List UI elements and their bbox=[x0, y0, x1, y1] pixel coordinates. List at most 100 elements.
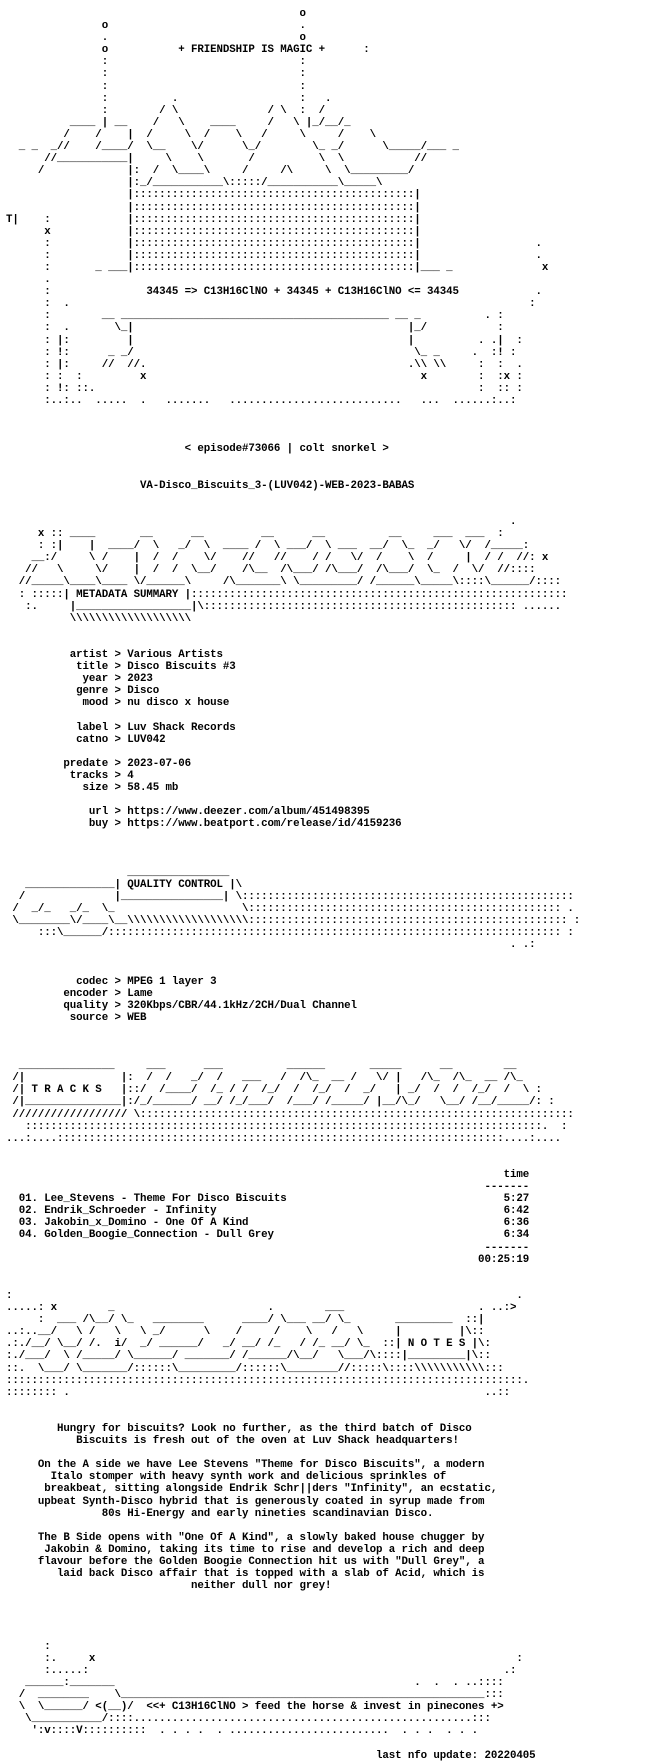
nfo-line: :::::::: . ..:: bbox=[6, 1386, 510, 1399]
nfo-line: url > https://www.deezer.com/album/45149… bbox=[6, 806, 370, 819]
nfo-line: __:/ \ / | / / \/ // // / / \/ / \ / | /… bbox=[6, 552, 549, 565]
nfo-line: :. |__________________|\::::::::::::::::… bbox=[6, 600, 561, 613]
nfo-line: flavour before the Golden Boogie Connect… bbox=[6, 1556, 485, 1568]
nfo-line: 01. Lee_Stevens - Theme For Disco Biscui… bbox=[6, 1193, 530, 1206]
nfo-line: 80s Hi-Energy and early nineties scandin… bbox=[6, 1507, 434, 1520]
nfo-line: : : bbox=[6, 68, 306, 81]
nfo-line: Biscuits is fresh out of the oven at Luv… bbox=[6, 1435, 459, 1448]
nfo-line: / |: / \____\ / /\ \ \_________/ bbox=[6, 165, 415, 178]
nfo-line: The B Side opens with "One Of A Kind", a… bbox=[6, 1531, 485, 1544]
nfo-line: ..:..__/ \ / \ \ _/ \ / / \ / \ | |\:: bbox=[6, 1326, 485, 1339]
nfo-line: _______________ ___ ___ ______ _____ __ … bbox=[6, 1060, 517, 1073]
nfo-line: :./___/ \ /_____/ \______/ _______/ /___… bbox=[6, 1350, 491, 1363]
nfo-line: laid back Disco affair that is topped wi… bbox=[6, 1568, 485, 1581]
nfo-line: artist > Various Artists bbox=[6, 648, 223, 661]
nfo-line: : / \ / \ : / bbox=[6, 104, 325, 117]
nfo-line: quality > 320Kbps/CBR/44.1kHz/2CH/Dual C… bbox=[6, 999, 357, 1012]
nfo-line: last nfo update: 20220405 bbox=[6, 1749, 536, 1762]
nfo-line: :.....: .: bbox=[6, 1664, 517, 1677]
nfo-line: : !: ::. : :: : bbox=[6, 382, 523, 395]
nfo-line: ________________ bbox=[6, 866, 230, 879]
nfo-line: : bbox=[6, 1640, 51, 1653]
nfo-line: year > 2023 bbox=[6, 673, 153, 686]
nfo-line: /| |: / / _/ / ___ / /\_ __ / \/ | /\_ /… bbox=[6, 1072, 523, 1085]
nfo-line: 00:25:19 bbox=[6, 1253, 530, 1266]
nfo-line: : : bbox=[6, 80, 306, 93]
nfo-line: encoder > Lame bbox=[6, 987, 153, 1000]
nfo-line: . bbox=[6, 274, 51, 287]
nfo-line: \___________/::::.......................… bbox=[6, 1713, 491, 1726]
nfo-line: neither dull nor grey! bbox=[6, 1580, 332, 1593]
nfo-line: : ___ /\__/ \_ ________ ____/ \___ __/ \… bbox=[6, 1314, 485, 1327]
nfo-line: ////////////////// \::::::::::::::::::::… bbox=[6, 1108, 574, 1121]
nfo-line: : _ ___|::::::::::::::::::::::::::::::::… bbox=[6, 261, 549, 274]
nfo-line: : : : x x : :x : bbox=[6, 370, 523, 383]
nfo-line: : !: _ _/ \_ _ . :! : bbox=[6, 346, 517, 359]
nfo-line: catno > LUV042 bbox=[6, 733, 166, 746]
nfo-line: 03. Jakobin_x_Domino - One Of A Kind 6:3… bbox=[6, 1217, 530, 1230]
nfo-line: predate > 2023-07-06 bbox=[6, 757, 191, 770]
nfo-line: mood > nu disco x house bbox=[6, 697, 230, 710]
nfo-line: o bbox=[6, 8, 306, 20]
nfo-line: Jakobin & Domino, taking its time to ris… bbox=[6, 1543, 485, 1556]
nfo-line: ::::::::::::::::::::::::::::::::::::::::… bbox=[6, 1374, 530, 1387]
nfo-line: ::::::::::::::::::::::::::::::::::::::::… bbox=[6, 1120, 568, 1133]
nfo-line: / / | / \ / \ / \ / \ bbox=[6, 128, 376, 141]
nfo-line: :..:.. ..... . ....... .................… bbox=[6, 395, 517, 407]
nfo-line: source > WEB bbox=[6, 1011, 147, 1024]
nfo-line: < episode#73066 | colt snorkel > bbox=[6, 443, 389, 456]
nfo-line: codec > MPEG 1 layer 3 bbox=[6, 975, 217, 988]
nfo-line: x :: ____ __ __ __ __ __ ___ ___ : bbox=[6, 528, 504, 541]
nfo-line: . o bbox=[6, 32, 306, 45]
nfo-line: On the A side we have Lee Stevens "Theme… bbox=[6, 1459, 485, 1472]
nfo-line: :. x : bbox=[6, 1652, 523, 1665]
nfo-line: . .: bbox=[6, 939, 536, 952]
nfo-line: label > Luv Shack Records bbox=[6, 721, 236, 734]
nfo-line: o . bbox=[6, 20, 306, 33]
nfo-line: ...:....::::::::::::::::::::::::::::::::… bbox=[6, 1132, 561, 1145]
nfo-line: : 34345 => C13H16ClNO + 34345 + C13H16Cl… bbox=[6, 286, 542, 299]
nfo-line: : . : . bbox=[6, 92, 332, 105]
nfo-line: : :::::| METADATA SUMMARY |:::::::::::::… bbox=[6, 588, 568, 601]
nfo-line: title > Disco Biscuits #3 bbox=[6, 661, 236, 674]
nfo-line: / _/_ _/_ \_ \::::::::::::::::::::::::::… bbox=[6, 902, 574, 915]
nfo-line: : |:::::::::::::::::::::::::::::::::::::… bbox=[6, 249, 542, 262]
nfo-line: |:_/___________\:::::/___________\_____\ bbox=[6, 177, 383, 190]
nfo-line: \\\\\\\\\\\\\\\\\\\ bbox=[6, 612, 191, 625]
nfo-line: / |________________| \::::::::::::::::::… bbox=[6, 890, 574, 903]
nfo-line: upbeat Synth-Disco hybrid that is genero… bbox=[6, 1495, 485, 1508]
nfo-line: 02. Endrik_Schroeder - Infinity 6:42 bbox=[6, 1205, 530, 1218]
nfo-line: Hungry for biscuits? Look no further, as… bbox=[6, 1422, 472, 1435]
nfo-line: : |: // //. .\\ \\ : : . bbox=[6, 358, 523, 371]
nfo-line: tracks > 4 bbox=[6, 769, 134, 782]
nfo-line: //_____\____\____ \/______\ /\_______\ \… bbox=[6, 576, 561, 589]
nfo-line: ------- bbox=[6, 1241, 530, 1254]
nfo-line: : __ ___________________________________… bbox=[6, 310, 504, 323]
nfo-line: . bbox=[6, 515, 517, 528]
nfo-line: _ _ _// /____/ \__ \/ \_/ \_ _/ \_____/_… bbox=[6, 141, 459, 154]
nfo-line: \________\/____\__\\\\\\\\\\\\\\\\\\\:::… bbox=[6, 915, 581, 928]
nfo-line: \ \______/ <(__)/ <<+ C13H16ClNO > feed … bbox=[6, 1701, 504, 1714]
nfo-line: buy > https://www.beatport.com/release/i… bbox=[6, 818, 402, 831]
nfo-line: .....: x _ . ___ . ..:> bbox=[6, 1302, 517, 1315]
nfo-line: :::\______/:::::::::::::::::::::::::::::… bbox=[6, 927, 574, 940]
nfo-line: |:::::::::::::::::::::::::::::::::::::::… bbox=[6, 201, 421, 214]
nfo-line: : : bbox=[6, 56, 306, 69]
nfo-line: x |:::::::::::::::::::::::::::::::::::::… bbox=[6, 225, 421, 238]
nfo-line: : |:::::::::::::::::::::::::::::::::::::… bbox=[6, 237, 542, 250]
nfo-line: time bbox=[6, 1169, 530, 1181]
nfo-line: |:::::::::::::::::::::::::::::::::::::::… bbox=[6, 189, 421, 202]
nfo-line: : |: | | . .| : bbox=[6, 334, 523, 347]
nfo-line: : . bbox=[6, 1289, 523, 1302]
nfo-line: genre > Disco bbox=[6, 685, 160, 698]
nfo-line: / ________ \____________________________… bbox=[6, 1689, 504, 1702]
nfo-line: breakbeat, sitting alongside Endrik Schr… bbox=[6, 1483, 498, 1496]
nfo-line: T| : |::::::::::::::::::::::::::::::::::… bbox=[6, 213, 421, 226]
nfo-line: // \ \/ | / / \__/ /\__ /\___/ /\___/ /\… bbox=[6, 564, 536, 577]
nfo-line: ------- bbox=[6, 1181, 530, 1194]
nfo-line: /|_______________|:/_/______/ __/ /_/___… bbox=[6, 1096, 555, 1109]
nfo-line: size > 58.45 mb bbox=[6, 782, 179, 794]
nfo-line: /| T R A C K S |::/ /____/ /_ / / /_/ / … bbox=[6, 1084, 542, 1097]
nfo-line: //___________| \ \ / \ \ // bbox=[6, 153, 428, 166]
nfo-line: : . : bbox=[6, 298, 536, 311]
